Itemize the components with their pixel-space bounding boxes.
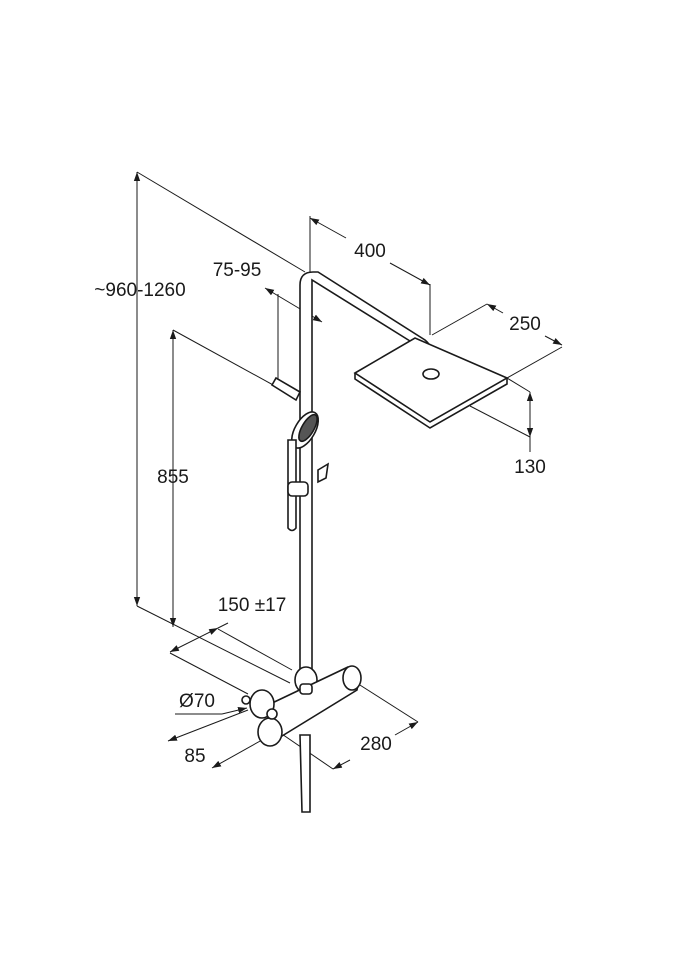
label-inlet-spacing: 150 ±17 [217, 595, 287, 616]
hand-shower [287, 411, 330, 532]
holder-bracket [270, 376, 302, 402]
label-wall-distance: 85 [184, 746, 206, 767]
dimension-escutcheon [175, 707, 248, 715]
label-mixer-length: 280 [360, 734, 392, 755]
shower-assembly [241, 271, 509, 813]
label-arm-length: 400 [354, 241, 386, 262]
dimension-inlet-spacing [169, 622, 293, 695]
thermostatic-mixer [241, 665, 362, 813]
dimension-head-drop [469, 377, 534, 452]
dimension-wall-distance [167, 709, 263, 769]
rain-shower-head [353, 337, 509, 429]
dimension-arm-length [309, 216, 431, 335]
label-escutcheon-diameter: Ø70 [179, 691, 215, 712]
label-head-width: 250 [509, 314, 541, 335]
label-head-drop: 130 [514, 457, 546, 478]
label-holder-height: 855 [157, 467, 189, 488]
label-holder-range: 75-95 [212, 260, 262, 281]
label-total-height: ~960-1260 [94, 280, 186, 301]
dimension-holder-height [169, 329, 276, 627]
dimension-head-width [431, 303, 563, 379]
dimension-holder-range [264, 287, 323, 382]
